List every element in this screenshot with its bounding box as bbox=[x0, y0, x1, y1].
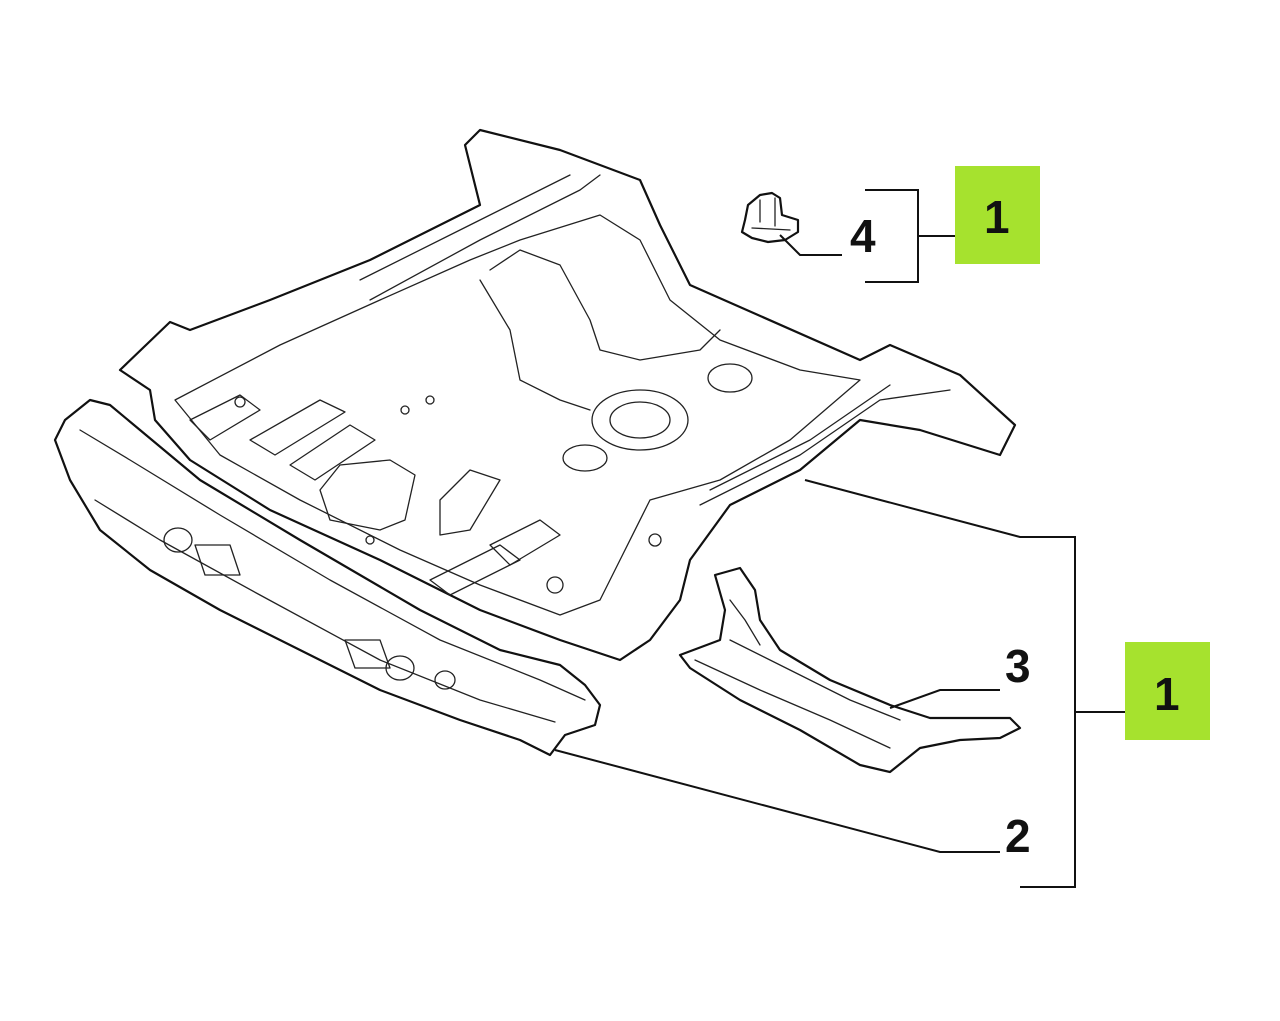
group-box-top-bg bbox=[955, 166, 1040, 264]
leader-part-2 bbox=[554, 749, 1000, 853]
leader-part-4 bbox=[779, 234, 842, 256]
mounting-bracket bbox=[740, 191, 800, 244]
rear-floor-pan bbox=[118, 128, 1017, 662]
group-box-top-label: 1 bbox=[984, 191, 1010, 243]
rear-crossmember-beam bbox=[53, 398, 602, 757]
callout-part-4: 4 bbox=[850, 210, 876, 262]
group-box-top: 1 bbox=[955, 166, 1040, 264]
bracket-group-top bbox=[865, 189, 955, 283]
callout-part-3: 3 bbox=[1005, 640, 1031, 692]
leader-part-3 bbox=[889, 689, 1000, 709]
floor-crossmember bbox=[678, 566, 1022, 774]
leader-lines bbox=[554, 189, 1125, 888]
callout-part-2: 2 bbox=[1005, 810, 1031, 862]
group-box-main-label: 1 bbox=[1154, 668, 1180, 720]
group-box-main-bg bbox=[1125, 642, 1210, 740]
group-box-main: 1 bbox=[1125, 642, 1210, 740]
bracket-group-main bbox=[804, 479, 1125, 888]
